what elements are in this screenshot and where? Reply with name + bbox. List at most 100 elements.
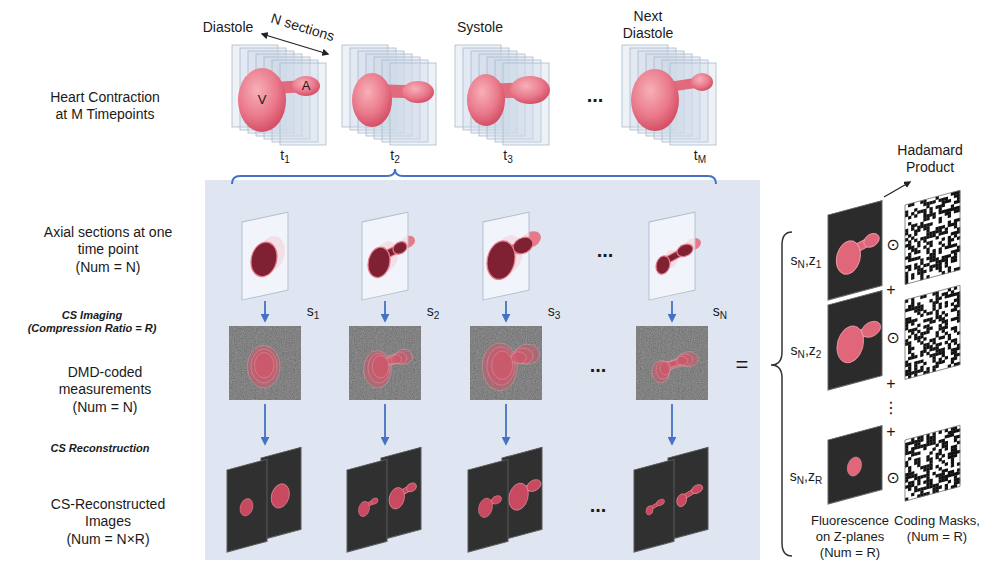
axial-section [362, 212, 408, 300]
mask-pixel [908, 329, 911, 333]
mask-pixel [945, 212, 948, 216]
text-slot: t3 [503, 147, 513, 166]
mask-pixel [914, 336, 917, 340]
mask-pixel [920, 359, 923, 363]
mask-pixel [948, 455, 951, 459]
flow-arrow [264, 404, 266, 444]
mask-pixel [939, 458, 942, 462]
mask-pixel [933, 347, 936, 351]
text-run: Hadamard [897, 142, 962, 159]
mask-pixel [951, 473, 954, 477]
timepoint-brace [232, 169, 716, 184]
mask-pixel [939, 232, 942, 236]
mask-pixel [920, 368, 923, 372]
mask-pixel [917, 323, 920, 327]
mask-pixel [954, 234, 957, 238]
text-slot: CS Reconstruction [50, 442, 149, 455]
mask-pixel [914, 266, 917, 270]
mask-pixel [954, 298, 957, 302]
ventricle-section [271, 482, 289, 511]
mask-pixel [914, 446, 917, 450]
mask-pixel [942, 231, 945, 235]
dmd-measurement [229, 326, 301, 400]
mask-pixel [929, 243, 932, 247]
text-slot: Systole [457, 19, 503, 36]
mask-pixel [914, 208, 917, 212]
text-slot: ... [590, 353, 607, 377]
section-sheet [503, 63, 549, 145]
mask-pixel [920, 335, 923, 339]
ventricle-section [240, 497, 253, 517]
heart-ventricle [238, 68, 286, 132]
mask-pixel [908, 356, 911, 360]
text-slot: N sections [269, 10, 336, 45]
atrium-section [371, 497, 378, 505]
mask-pixel [939, 318, 942, 322]
dmd-slice [652, 352, 698, 383]
text-run: s [548, 303, 555, 319]
mask-pixel [923, 474, 926, 478]
text-slot: Axial sections at one time point (Num = … [44, 224, 172, 275]
mask-pixel [914, 476, 917, 480]
text-run: = [736, 352, 749, 377]
mask-pixel [954, 225, 957, 229]
mask-pixel [917, 256, 920, 260]
mask-pixel [926, 458, 929, 462]
mask-pixel [945, 200, 948, 204]
mask-pixel [954, 329, 957, 333]
mask-pixel [942, 311, 945, 315]
mask-pixel [939, 479, 942, 483]
text-run: ⊙ [886, 236, 899, 253]
mask-pixel [908, 267, 911, 271]
mask-pixel [933, 319, 936, 323]
text-slot: ... [590, 493, 607, 517]
ventricle-section [660, 362, 671, 376]
flow-arrow [505, 404, 507, 444]
mask-pixel [939, 198, 942, 202]
mask-pixel [939, 210, 942, 214]
mask-pixel [929, 213, 932, 217]
mask-pixel [929, 451, 932, 455]
fluorescence-slice [847, 455, 861, 478]
mask-pixel [948, 434, 951, 438]
text-run: V [258, 92, 267, 107]
mask-pixel [939, 305, 942, 309]
fluorescence-slice [837, 318, 881, 366]
mask-pixel [948, 199, 951, 203]
mask-pixel [942, 210, 945, 214]
diagram-label: A [302, 78, 311, 94]
diagram-label: ... [587, 83, 604, 107]
coding-mask [905, 190, 960, 284]
cross-section [487, 347, 533, 385]
mask-pixel [939, 342, 942, 346]
text-slot: + [886, 374, 895, 394]
dmd-frame [636, 326, 708, 400]
cross-section [240, 497, 253, 517]
mask-pixel [917, 482, 920, 486]
dmd-slice [482, 343, 540, 391]
atrium-section [492, 495, 502, 506]
mask-pixel [951, 222, 954, 226]
diagram-label: + [886, 422, 895, 442]
ventricle-section [364, 351, 392, 389]
mask-pixel [936, 443, 939, 447]
text-run: CS Reconstruction [50, 442, 149, 454]
mask-pixel [945, 331, 948, 335]
mask-pixel [905, 451, 908, 455]
section-plane [362, 212, 408, 300]
text-run: CS-Reconstructed [51, 496, 165, 513]
text-run: s [307, 303, 314, 319]
mask-pixel [911, 371, 914, 375]
mask-pixel [948, 245, 951, 249]
mask-pixel [933, 233, 936, 237]
cross-section [368, 240, 407, 279]
mask-pixel [945, 468, 948, 472]
heart-atrium [691, 73, 713, 91]
heart-volume [622, 45, 716, 145]
mask-pixel [939, 250, 942, 254]
mask-pixel [917, 360, 920, 364]
cross-section [837, 318, 881, 366]
mask-pixel [933, 359, 936, 363]
dmd-slice [660, 356, 688, 375]
mask-pixel [917, 228, 920, 232]
